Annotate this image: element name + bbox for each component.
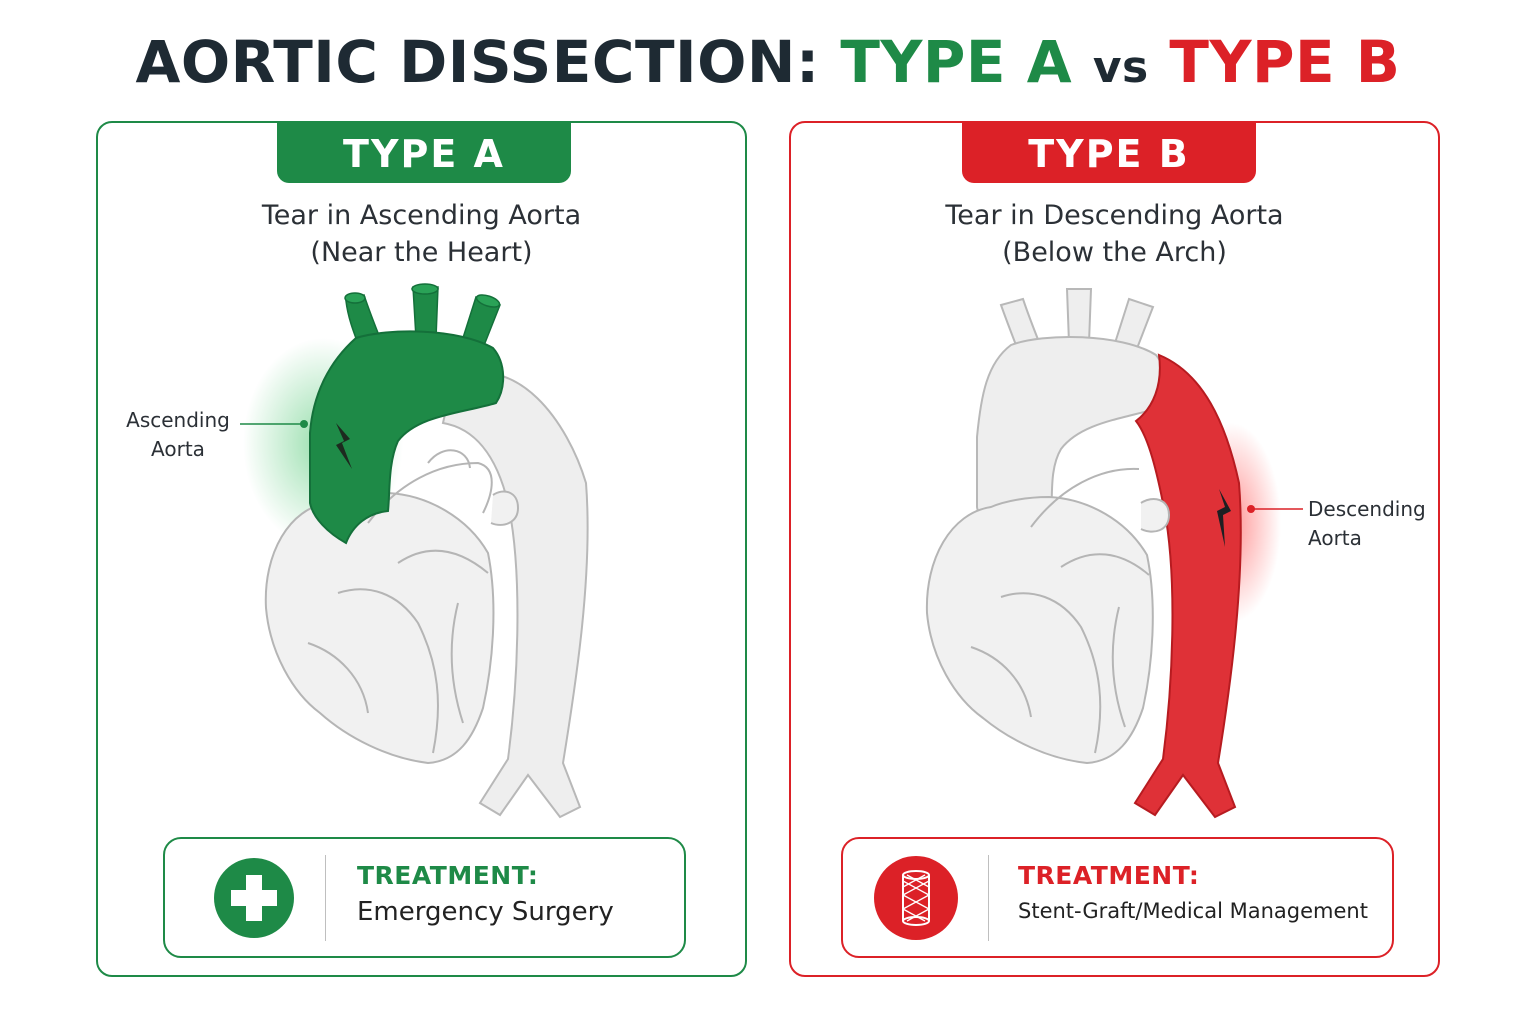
descending-aorta-leader-dot [1247,505,1255,513]
ascending-aorta-label-line2: Aorta [151,437,205,461]
type-b-treatment-divider [988,855,989,941]
type-a-tab: TYPE A [277,123,571,183]
type-a-treatment-heading: TREATMENT: [357,861,539,890]
title-prefix: AORTIC DISSECTION: [135,28,820,96]
ascending-aorta-leader-dot [300,420,308,428]
heart [264,449,519,764]
title-type-b: TYPE B [1169,28,1401,96]
type-a-heart-aorta-illustration [240,283,589,819]
stent-graft-icon [873,855,959,941]
type-b-tab: TYPE B [962,123,1256,183]
type-a-treatment-divider [325,855,326,941]
type-b-subtitle: Tear in Descending Aorta (Below the Arch… [791,197,1438,271]
page-title: AORTIC DISSECTION: TYPE A vs TYPE B [0,26,1536,104]
type-b-subtitle-line1: Tear in Descending Aorta [945,200,1284,231]
aortic-arch-branches [344,283,501,350]
type-a-subtitle-line2: (Near the Heart) [310,237,533,268]
type-b-treatment-text: Stent-Graft/Medical Management [1018,899,1368,923]
type-a-treatment-text: Emergency Surgery [357,897,614,927]
type-a-panel: TYPE A Tear in Ascending Aorta (Near the… [96,121,747,977]
ascending-aorta [309,330,505,545]
title-vs: vs [1092,42,1149,93]
ascending-aorta-label: Ascending Aorta [126,406,230,464]
tear-mark-b [1217,489,1231,547]
descending-aorta-label-line1: Descending [1308,497,1426,521]
descending-aorta-label: Descending Aorta [1308,495,1426,553]
type-a-subtitle: Tear in Ascending Aorta (Near the Heart) [98,197,745,271]
type-b-treatment-box: TREATMENT: Stent-Graft/Medical Managemen… [841,837,1394,958]
ascending-aorta [976,336,1168,549]
type-b-panel: TYPE B Tear in Descending Aorta (Below t… [789,121,1440,977]
tear-mark-a [336,423,352,469]
type-b-heart-aorta-illustration [925,288,1303,819]
descending-aorta-label-line2: Aorta [1308,526,1362,550]
title-type-a: TYPE A [840,28,1073,96]
type-a-treatment-box: TREATMENT: Emergency Surgery [163,837,686,958]
heart [925,467,1170,764]
type-b-treatment-heading: TREATMENT: [1018,861,1200,890]
type-a-subtitle-line1: Tear in Ascending Aorta [261,200,582,231]
medical-cross-icon [213,857,295,939]
type-b-subtitle-line2: (Below the Arch) [1002,237,1227,268]
ascending-aorta-label-line1: Ascending [126,408,230,432]
descending-aorta [1133,353,1242,819]
